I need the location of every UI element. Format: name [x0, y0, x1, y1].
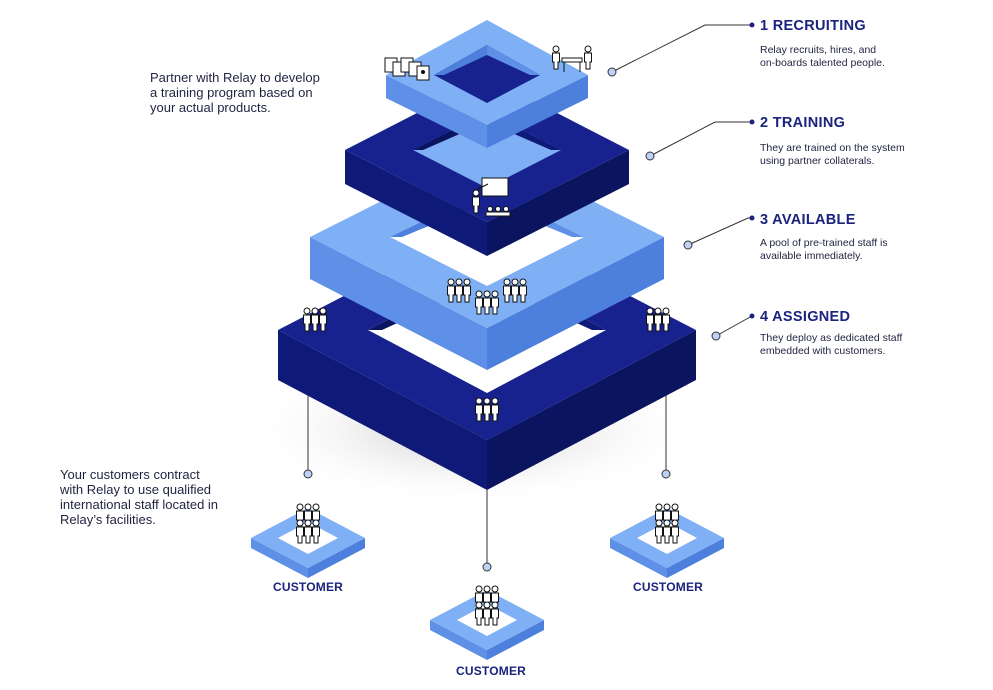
customer-connectors [307, 395, 667, 565]
intro-note-line: a training program based on [150, 85, 313, 100]
step-desc-recruiting: Relay recruits, hires, and on-boards tal… [760, 44, 960, 69]
customer-square-center [430, 586, 544, 660]
intro-note-line: Partner with Relay to develop [150, 70, 320, 85]
step-desc-line: Relay recruits, hires, and [760, 44, 877, 56]
customer-note: Your customers contract with Relay to us… [60, 467, 218, 527]
customer-square-left [251, 504, 365, 578]
step-desc-line: They are trained on the system [760, 142, 905, 154]
customer-note-line: Relay’s facilities. [60, 512, 156, 527]
interview-table-icon [552, 45, 592, 72]
step-desc-available: A pool of pre-trained staff is available… [760, 237, 960, 262]
step-title-available: 3 AVAILABLE [760, 212, 856, 228]
step-desc-line: A pool of pre-trained staff is [760, 237, 888, 249]
step-desc-line: using partner collaterals. [760, 154, 875, 167]
resume-stack-icon [384, 57, 430, 81]
layer-recruiting [386, 20, 588, 148]
customer-label-right: CUSTOMER [632, 580, 704, 594]
step-title-training: 2 TRAINING [760, 115, 846, 131]
step-desc-line: embedded with customers. [760, 344, 886, 357]
classroom-trainer-icon [472, 177, 511, 217]
step-desc-line: on-boards talented people. [760, 56, 885, 69]
step-desc-training: They are trained on the system using par… [760, 142, 960, 167]
step-connector-dots [607, 67, 721, 341]
step-desc-line: They deploy as dedicated staff [760, 332, 903, 344]
step-title-recruiting: 1 RECRUITING [760, 18, 866, 34]
step-desc-assigned: They deploy as dedicated staff embedded … [760, 332, 960, 357]
customer-note-line: international staff located in [60, 497, 219, 512]
step-connector-end-dots [749, 22, 755, 319]
customer-connector-dots [303, 469, 671, 572]
layer-training [345, 77, 629, 256]
customer-note-line: with Relay to use qualified [60, 482, 212, 497]
customer-label-left: CUSTOMER [272, 580, 344, 594]
intro-note-line: your actual products. [150, 100, 271, 115]
step-title-assigned: 4 ASSIGNED [760, 309, 851, 325]
customer-label-center: CUSTOMER [455, 664, 527, 678]
customer-note-line: Your customers contract [60, 467, 200, 482]
customer-square-right [610, 504, 724, 578]
step-desc-line: available immediately. [760, 249, 863, 262]
intro-note: Partner with Relay to develop a training… [150, 70, 320, 115]
